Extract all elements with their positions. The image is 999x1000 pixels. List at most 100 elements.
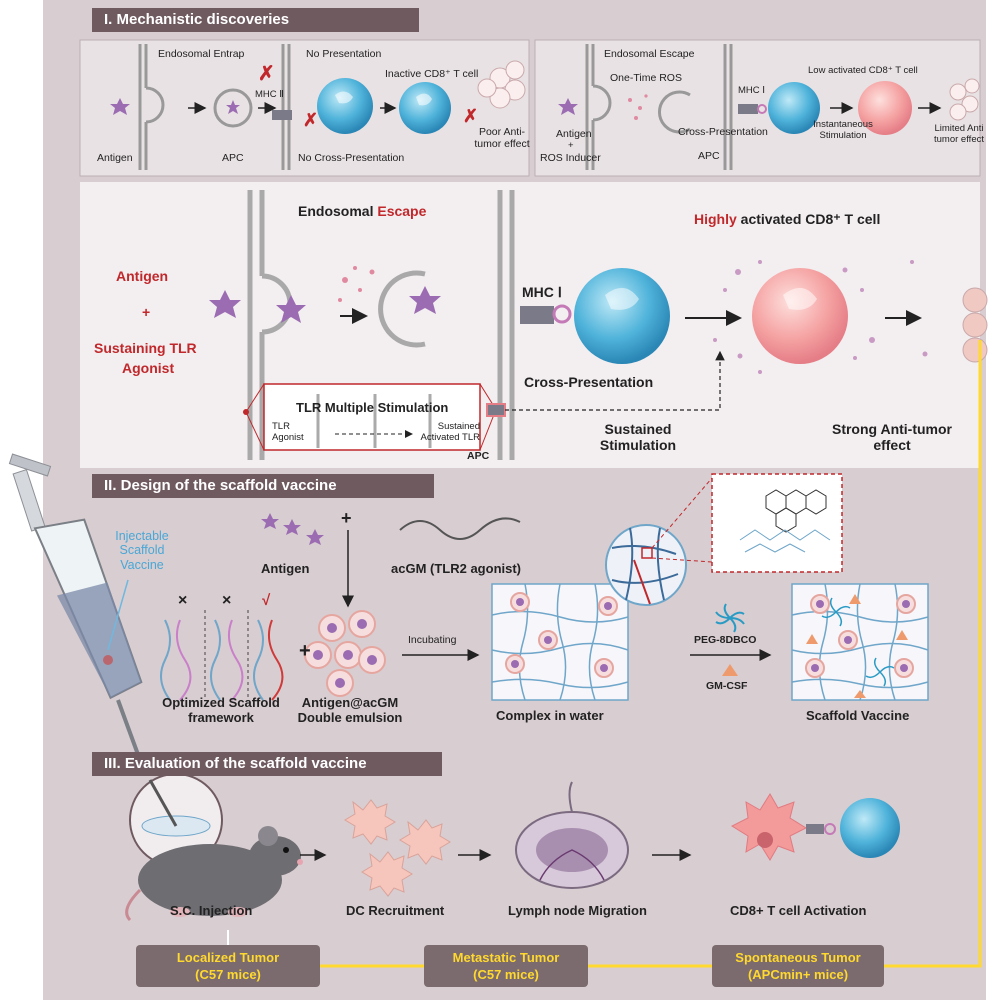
label-endosomal-main: Endosomal Escape: [298, 203, 426, 219]
badge-localized-line2: (C57 mice): [195, 967, 261, 982]
label-tlr-agonist: TLR Agonist: [272, 421, 304, 443]
activated-dc: [730, 793, 808, 861]
badge-localized-tumor: Localized Tumor (C57 mice): [136, 945, 320, 987]
label-acgm: acGM (TLR2 agonist): [391, 561, 522, 576]
cytokine-dots: [713, 260, 928, 374]
mhc-receptor: [272, 110, 292, 120]
step-tcell-activation: CD8+ T cell Activation: [730, 903, 867, 918]
endosome-open-main: [378, 270, 426, 348]
label-limited-effect: Limited Anti tumor effect: [934, 123, 984, 145]
label-poor-effect: Poor Anti-tumor effect: [474, 126, 530, 151]
mouse: [125, 826, 303, 922]
section2-title: II. Design of the scaffold vaccine: [92, 474, 434, 498]
tlr-receptor: [486, 403, 506, 417]
tcell-low-1: [768, 82, 820, 134]
label-agonist: Agonist: [122, 360, 175, 376]
chem-zoom-box: [711, 473, 843, 573]
label-low-activated: Low activated CD8⁺ T cell: [808, 65, 918, 76]
antigen-star: [110, 98, 130, 115]
label-antigen-s2: Antigen: [261, 561, 310, 576]
badge-metastatic-tumor: Metastatic Tumor (C57 mice): [424, 945, 588, 987]
mhc-main: [520, 306, 554, 324]
lymph-node: [515, 781, 629, 889]
label-highly-activated: Highly activated CD8⁺ T cell: [694, 211, 880, 227]
label-no-cross-presentation: No Cross-Presentation: [298, 152, 405, 164]
label-apc-right: APC: [698, 150, 720, 162]
label-sustained-stimulation: Sustained Stimulation: [599, 421, 677, 454]
panel-entrap: [79, 39, 530, 177]
cross-mark-1: ×: [178, 592, 188, 609]
badge-spontaneous-line2: (APCmin+ mice): [747, 967, 849, 982]
label-complex: Complex in water: [496, 708, 604, 723]
tcell-main-red: [752, 268, 848, 364]
svg-text:✗: ✗: [303, 110, 318, 130]
tlr-zoom-box: [263, 383, 481, 451]
tumor-cluster-2: [949, 78, 980, 121]
cross-mark: ✗: [258, 63, 275, 85]
step-lymph-migration: Lymph node Migration: [508, 903, 647, 918]
endosome: [213, 88, 253, 128]
svg-text:✗: ✗: [463, 106, 478, 126]
activated-tcell-text: activated CD8⁺ T cell: [740, 211, 881, 227]
label-antigen-left: Antigen: [97, 152, 133, 164]
tcell-inactive-1: [317, 78, 373, 134]
section1-title: I. Mechanistic discoveries: [92, 8, 419, 32]
label-mhc1-main: MHC Ⅰ: [522, 284, 562, 300]
endosome-open-small: [658, 90, 691, 134]
label-instantaneous: Instantaneous Stimulation: [813, 119, 873, 141]
step-sc-injection: S.C. Injection: [170, 903, 253, 918]
label-cross-presentation-small: Cross-Presentation: [678, 126, 768, 138]
label-endosomal-entrap: Endosomal Entrap: [158, 48, 245, 60]
label-mhc2: MHC Ⅱ: [255, 89, 284, 100]
step-dc-recruitment: DC Recruitment: [346, 903, 445, 918]
check-mark: √: [262, 592, 271, 609]
label-mhc1-small: MHC Ⅰ: [738, 85, 766, 96]
tcell-low-activated: [858, 81, 912, 135]
antigen-star-main: [209, 290, 241, 318]
label-peg: PEG-8DBCO: [694, 634, 757, 646]
chemical-structure: [739, 489, 831, 553]
tcell-eval: [840, 798, 900, 858]
label-antigen-right: Antigen: [556, 128, 592, 140]
label-one-time-ros: One-Time ROS: [610, 72, 682, 84]
label-tlr-multiple: TLR Multiple Stimulation: [296, 400, 449, 415]
label-gmcsf: GM-CSF: [706, 680, 748, 692]
tcell-inactive-2: [399, 82, 451, 134]
ros-dots: [338, 266, 375, 302]
escape-membrane-small: [585, 44, 612, 170]
double-emulsion: [304, 610, 386, 697]
label-apc-main: APC: [467, 450, 490, 462]
label-inactive-tcell: Inactive CD8⁺ T cell: [385, 68, 479, 80]
badge-spontaneous-tumor: Spontaneous Tumor (APCmin+ mice): [712, 945, 884, 987]
label-cross-presentation-main: Cross-Presentation: [524, 374, 654, 390]
label-apc-left: APC: [222, 152, 244, 164]
gmcsf-icon: [722, 664, 738, 676]
section3-title: III. Evaluation of the scaffold vaccine: [92, 752, 442, 776]
label-antigen-acgm: Antigen@acGM Double emulsion: [297, 695, 403, 725]
badge-spontaneous-line1: Spontaneous Tumor: [735, 950, 861, 965]
label-injectable: Injectable Scaffold Vaccine: [115, 529, 169, 572]
cross-mark-2: ×: [222, 592, 232, 609]
label-sustaining-tlr: Sustaining TLR: [94, 340, 197, 356]
acgm-chain: [399, 517, 521, 540]
highly-word: Highly: [694, 211, 737, 227]
label-scaffold-vaccine: Scaffold Vaccine: [806, 708, 910, 723]
label-ros-inducer: ROS Inducer: [540, 152, 601, 164]
tumor-main: [962, 287, 988, 363]
badge-metastatic-line2: (C57 mice): [473, 967, 539, 982]
antigen-stars-2: [261, 513, 324, 545]
label-optimized: Optimized Scaffold framework: [162, 695, 280, 725]
escape-word: Escape: [377, 203, 427, 219]
label-plus-top: +: [341, 508, 352, 528]
label-plus-main: +: [142, 304, 151, 320]
badge-localized-line1: Localized Tumor: [176, 950, 280, 965]
label-incubating: Incubating: [408, 634, 457, 646]
label-plus-right: +: [568, 140, 574, 151]
badge-metastatic-line1: Metastatic Tumor: [452, 950, 560, 965]
label-no-presentation: No Presentation: [306, 48, 382, 60]
label-sustained-activated: Sustained Activated TLR: [420, 421, 481, 443]
membrane-main: [247, 190, 293, 460]
scaffold-framework: [160, 610, 284, 701]
